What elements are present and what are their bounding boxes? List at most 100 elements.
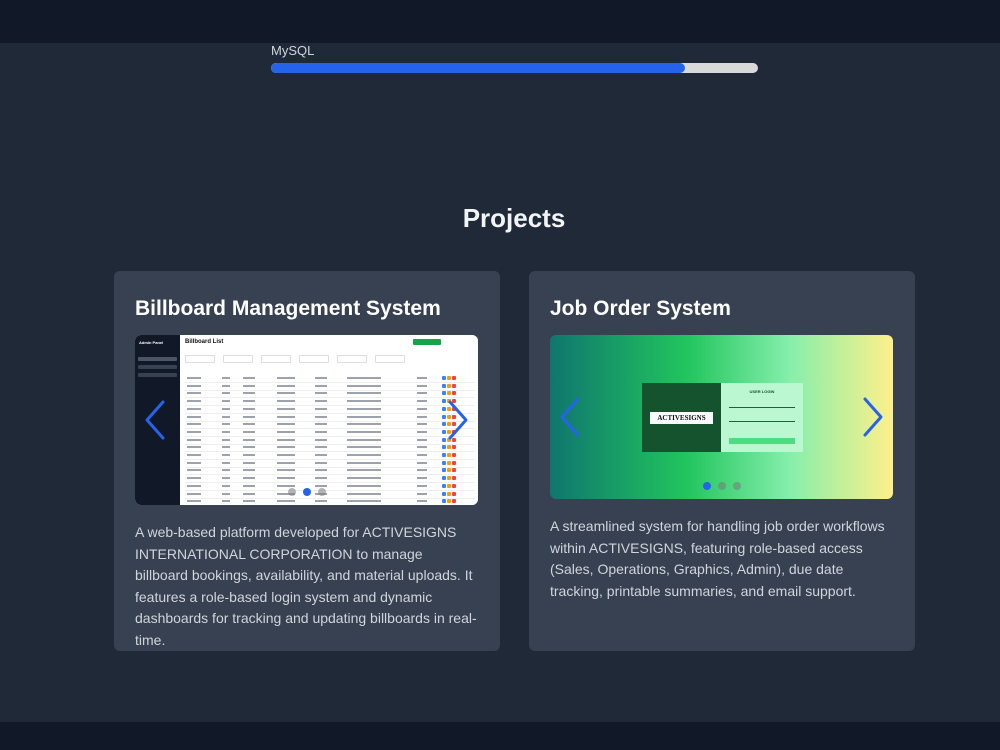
carousel-dot[interactable] [302,488,311,496]
screenshot-table-cell [187,415,201,418]
screenshot-table-cell [277,469,295,472]
screenshot-table-row [185,437,475,445]
screenshot-table-row [185,467,475,476]
screenshot-sidebar-item [138,365,177,369]
screenshot-table-cell [315,415,327,418]
screenshot-table-cell [347,500,381,503]
screenshot-login-form: USER LOGIN [721,383,803,452]
screenshot-row-action [447,429,451,434]
screenshot-table-cell [243,407,255,410]
screenshot-table-cell [277,423,295,426]
screenshot-table-cell [243,392,255,395]
screenshot-table-cell [277,492,295,495]
screenshot-row-action [447,476,451,481]
screenshot-table-cell [187,377,201,379]
screenshot-table-cell [277,400,295,403]
screenshot-table-cell [347,423,381,426]
screenshot-table-cell [277,477,295,480]
screenshot-table-cell [315,407,327,410]
screenshot-table-cell [347,377,381,379]
screenshot-table-cell [347,461,381,464]
screenshot-table-cell [347,415,381,418]
screenshot-table-row [185,498,475,505]
screenshot-row-action [442,422,446,427]
screenshot-table-cell [347,469,381,472]
screenshot-password-field [729,421,795,422]
screenshot-row-action [442,483,446,488]
screenshot-sidebar: Admin Panel [135,335,180,505]
screenshot-table-row [185,390,475,399]
carousel-dot[interactable] [732,482,741,490]
screenshot-table-cell [417,415,427,418]
skill-label: MySQL [271,43,315,58]
screenshot-table-cell [243,454,255,456]
screenshot-filter-field [185,355,215,363]
screenshot-table-cell [243,430,255,433]
screenshot-row-action [442,399,446,404]
screenshot-table-cell [243,461,255,464]
screenshot-row-action [447,406,451,411]
screenshot-row-action [447,491,451,496]
screenshot-table-cell [187,438,201,441]
carousel-dot[interactable] [702,482,711,490]
screenshot-table-cell [243,377,255,379]
screenshot-row-action [447,468,451,473]
carousel-dot[interactable] [317,488,326,496]
screenshot-table-cell [277,407,295,410]
chevron-right-icon[interactable] [857,395,887,439]
screenshot-filter-field [223,355,253,363]
screenshot-table-cell [222,477,230,480]
screenshot-table-cell [243,446,255,449]
screenshot-table-cell [222,377,230,379]
screenshot-table-row [185,483,475,491]
screenshot-table-cell [315,384,327,387]
screenshot-table-cell [347,492,381,495]
screenshot-row-action [442,429,446,434]
screenshot-table-cell [277,454,295,456]
skill-progress-track [271,63,758,73]
screenshot-table-cell [243,500,255,503]
screenshot-table-cell [222,423,230,426]
screenshot-row-action [452,376,456,380]
screenshot-table-cell [187,392,201,395]
chevron-left-icon[interactable] [141,398,171,442]
project-title: Job Order System [550,297,731,320]
screenshot-filter-field [299,355,329,363]
screenshot-table-cell [243,415,255,418]
carousel-dot[interactable] [717,482,726,490]
chevron-right-icon[interactable] [442,398,472,442]
screenshot-table-cell [417,500,427,503]
screenshot-table-cell [222,469,230,472]
screenshot-table-cell [417,469,427,472]
screenshot-row-action [452,468,456,473]
screenshot-table-cell [187,461,201,464]
screenshot-table-cell [222,500,230,503]
screenshot-table-cell [417,461,427,464]
screenshot-table-cell [222,461,230,464]
activesigns-logo: ACTIVESIGNS [650,412,713,424]
screenshot-table-cell [243,423,255,426]
screenshot-table-cell [417,492,427,495]
screenshot-login-title: USER LOGIN [749,389,775,394]
screenshot-table-cell [347,407,381,410]
screenshot-table-cell [222,484,230,487]
screenshot-table-cell [347,477,381,480]
screenshot-table-cell [187,484,201,487]
chevron-left-icon[interactable] [556,395,586,439]
screenshot-table-cell [347,384,381,387]
screenshot-row-action [447,383,451,388]
screenshot-table-cell [277,446,295,449]
screenshot-table-cell [222,446,230,449]
screenshot-table-cell [417,423,427,426]
project-image-carousel[interactable]: Admin Panel Billboard List [135,335,478,505]
screenshot-table-cell [277,484,295,487]
screenshot-add-button [413,339,441,345]
screenshot-table-cell [417,400,427,403]
project-image-carousel[interactable]: ACTIVESIGNS USER LOGIN [550,335,893,499]
carousel-dot[interactable] [287,488,296,496]
screenshot-table-cell [417,430,427,433]
screenshot-table-cell [315,500,327,503]
screenshot-row-action [442,453,446,457]
screenshot-table-cell [417,454,427,456]
screenshot-table-row [185,444,475,453]
